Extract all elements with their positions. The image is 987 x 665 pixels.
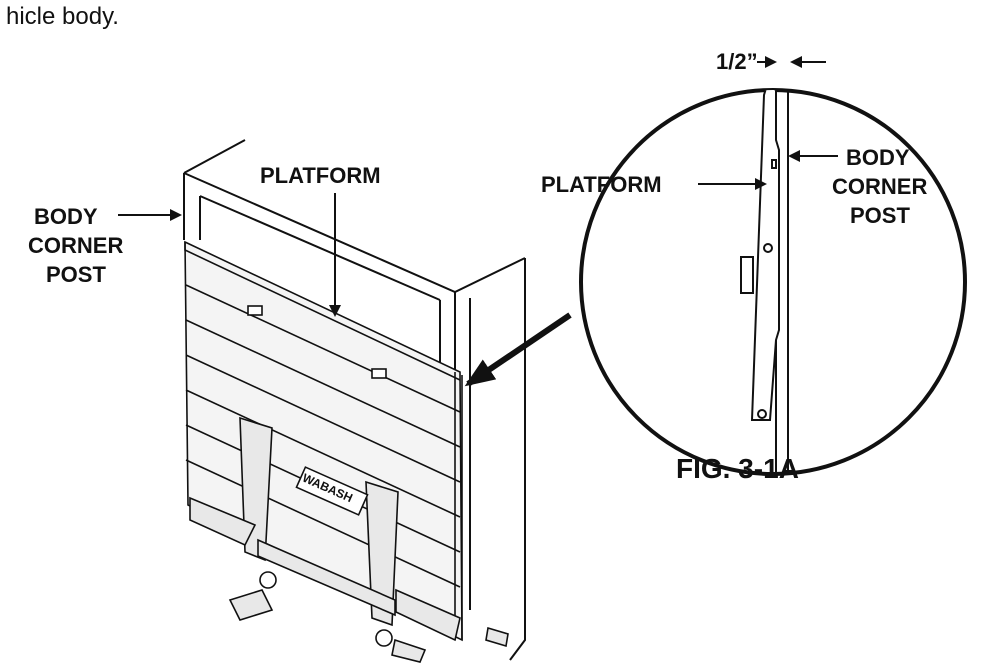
detail-view xyxy=(740,90,789,474)
truck-body xyxy=(183,139,526,661)
main-corner-post-label-2: CORNER xyxy=(28,233,123,258)
intro-text: hicle body. xyxy=(6,3,119,30)
dimension-label: 1/2” xyxy=(716,49,758,74)
detail-corner-post-label-2: CORNER xyxy=(832,174,927,199)
main-corner-post-label-3: POST xyxy=(46,262,106,287)
detail-corner-post-label-3: POST xyxy=(850,203,910,228)
main-platform-label: PLATFORM xyxy=(260,163,381,188)
detail-platform-label: PLATFORM xyxy=(541,172,662,197)
detail-corner-post-label-1: BODY xyxy=(846,145,910,170)
figure-caption: FIG. 3-1A xyxy=(676,453,799,484)
detail-pointer-arrow xyxy=(464,312,572,387)
lift-arms xyxy=(189,416,509,663)
main-corner-post-label-1: BODY xyxy=(34,204,98,229)
